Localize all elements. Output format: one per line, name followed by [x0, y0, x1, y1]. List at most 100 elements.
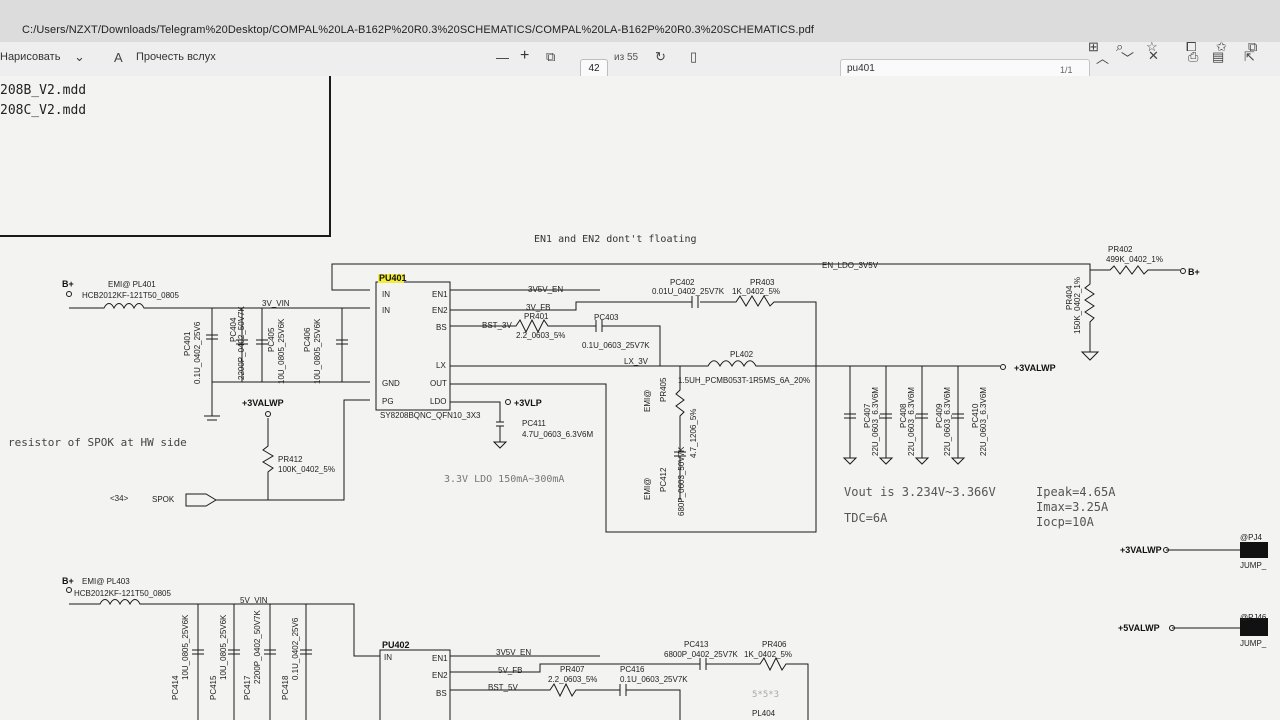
- pc405-value: 10U_0805_25V6K: [277, 318, 286, 384]
- pc410-label: PC410: [971, 403, 980, 428]
- pc410-value: 22U_0603_6.3V6M: [979, 387, 988, 456]
- pc407-value: 22U_0603_6.3V6M: [871, 387, 880, 456]
- pin-pg: PG: [382, 397, 394, 406]
- net-3v-fb: 3V_FB: [526, 303, 550, 312]
- pr404-resistor: [1080, 274, 1100, 361]
- save-icon[interactable]: ▤: [1212, 49, 1225, 64]
- pc415-label: PC415: [209, 675, 218, 700]
- pc408-value: 22U_0603_6.3V6M: [907, 387, 916, 456]
- close-search-icon[interactable]: ✕: [1148, 48, 1159, 63]
- pc406-label: PC406: [303, 327, 312, 352]
- snubber-emi-1: EMI@: [643, 390, 652, 412]
- vout-note: Vout is 3.234V~3.366V: [844, 485, 996, 499]
- pc416-label: PC416: [620, 665, 645, 674]
- pr404-label: PR404: [1065, 285, 1074, 310]
- read-aloud-button[interactable]: Прочесть вслух: [136, 51, 216, 63]
- collections-icon[interactable]: ⧠: [1186, 39, 1197, 54]
- net-3v5v-en-2: 3V5V_EN: [496, 648, 531, 657]
- page-total: из 55: [614, 52, 639, 63]
- find-input-value: pu401: [847, 63, 875, 74]
- net-5v-vin: 5V_VIN: [240, 596, 268, 605]
- pr412-resistor: [262, 418, 274, 500]
- pr402-label: PR402: [1108, 245, 1133, 254]
- en-ldo-wire: [331, 263, 1091, 291]
- pr405-value: 4.7_1206_5%: [689, 409, 698, 458]
- pc415-value: 10U_0805_25V6K: [219, 614, 228, 680]
- document-url: C:/Users/NZXT/Downloads/Telegram%20Deskt…: [22, 24, 815, 36]
- pc404-value: 2200P_0402_50V7K: [237, 305, 246, 380]
- pr403-label: PR403: [750, 278, 775, 287]
- pj4-jumper: [1240, 542, 1268, 558]
- pl401-part: HCB2012KF-121T50_0805: [82, 291, 180, 300]
- pin-ldo: LDO: [430, 397, 446, 406]
- share-icon[interactable]: ⇱: [1244, 49, 1255, 64]
- fb-wire: [450, 295, 817, 366]
- fb-b-wire: [450, 656, 809, 720]
- vlp-label: +3VLP: [514, 398, 542, 408]
- pl403-wire: [69, 599, 380, 657]
- pin-out: OUT: [430, 379, 447, 388]
- pc404-symbol: [236, 308, 248, 382]
- pc417-label: PC417: [243, 675, 252, 700]
- pr403-value: 1K_0402_5%: [732, 287, 780, 296]
- pc414-value: 10U_0805_25V6K: [181, 614, 190, 680]
- pj46-jump: JUMP_: [1240, 639, 1267, 648]
- pc402-value: 0.01U_0402_25V7K: [652, 287, 725, 296]
- pu401-part: SY8208BQNC_QFN10_3X3: [380, 411, 481, 420]
- read-mode-icon[interactable]: ⊞: [1088, 39, 1099, 54]
- pc418-value: 0.1U_0402_25V6: [291, 617, 300, 680]
- pin-en1-b: EN1: [432, 654, 448, 663]
- title-block-border: [0, 76, 331, 237]
- net-5v-fb: 5V_FB: [498, 666, 522, 675]
- pj4-label: @PJ4: [1240, 533, 1262, 542]
- pc409-value: 22U_0603_6.3V6M: [943, 387, 952, 456]
- zoom-in-button[interactable]: +: [520, 47, 530, 64]
- rotate-icon[interactable]: ↻: [655, 49, 666, 64]
- read-aloud-icon[interactable]: A: [114, 50, 123, 65]
- net-3v-vin: 3V_VIN: [262, 299, 290, 308]
- extensions-icon[interactable]: ⧉: [1248, 39, 1258, 54]
- zoom-icon[interactable]: ⌕: [1116, 39, 1124, 54]
- pc412-value: 680P_0603_50V7K: [677, 446, 686, 516]
- pl402-part: 1.5UH_PCMB053T-1R5MS_6A_20%: [678, 376, 810, 385]
- pr412-3valwp: +3VALWP: [242, 398, 284, 408]
- spok-label: SPOK: [152, 495, 175, 504]
- favorites-bar-icon[interactable]: ✩: [1216, 39, 1227, 54]
- favorite-icon[interactable]: ☆: [1146, 39, 1158, 54]
- two-page-icon[interactable]: ▯: [690, 49, 698, 64]
- zoom-out-button[interactable]: —: [496, 50, 509, 65]
- ldo-note: 3.3V LDO 150mA~300mA: [444, 474, 564, 485]
- net-3v5v-en: 3V5V_EN: [528, 285, 563, 294]
- net-en-ldo: EN_LDO_3V5V: [822, 261, 879, 270]
- dropdown-icon[interactable]: ⌄: [74, 49, 85, 64]
- pj-5valwp: +5VALWP: [1118, 623, 1160, 633]
- pc411-label: PC411: [522, 419, 546, 428]
- pr401-value: 2.2_0603_5%: [516, 331, 565, 340]
- pc412-label: PC412: [659, 467, 668, 492]
- pc413-value: 6800P_0402_25V7K: [664, 650, 739, 659]
- pu401-ref: PU401: [379, 273, 407, 283]
- pc414-label: PC414: [171, 675, 180, 700]
- pu401-body: [375, 281, 451, 411]
- pc413-label: PC413: [684, 640, 709, 649]
- pin-en2-b: EN2: [432, 671, 448, 680]
- pc406-value: 10U_0805_25V6K: [313, 318, 322, 384]
- pdf-page[interactable]: [0, 76, 1280, 720]
- fit-page-icon[interactable]: ⧉: [546, 49, 556, 64]
- pc401-wire: [204, 308, 220, 421]
- pu401-highlight: [378, 274, 404, 283]
- chevron-down-icon[interactable]: ﹀: [1121, 51, 1135, 66]
- chevron-up-icon[interactable]: ︿: [1096, 51, 1110, 66]
- bst-wire: [450, 318, 661, 366]
- pc403-label: PC403: [594, 313, 619, 322]
- pj46-jumper: [1240, 618, 1268, 636]
- pl404-label: PL404: [752, 709, 776, 718]
- pl403-label: EMI@ PL403: [82, 577, 130, 586]
- draw-button[interactable]: Нарисовать: [0, 51, 61, 63]
- pr404-value: 150K_0402_1%: [1073, 277, 1082, 334]
- pj46-label: @PJ46: [1240, 613, 1267, 622]
- pl401-inductor-wire: [69, 303, 370, 310]
- bplus-label-right: B+: [1188, 267, 1200, 277]
- print-icon[interactable]: ⎙: [1188, 49, 1199, 64]
